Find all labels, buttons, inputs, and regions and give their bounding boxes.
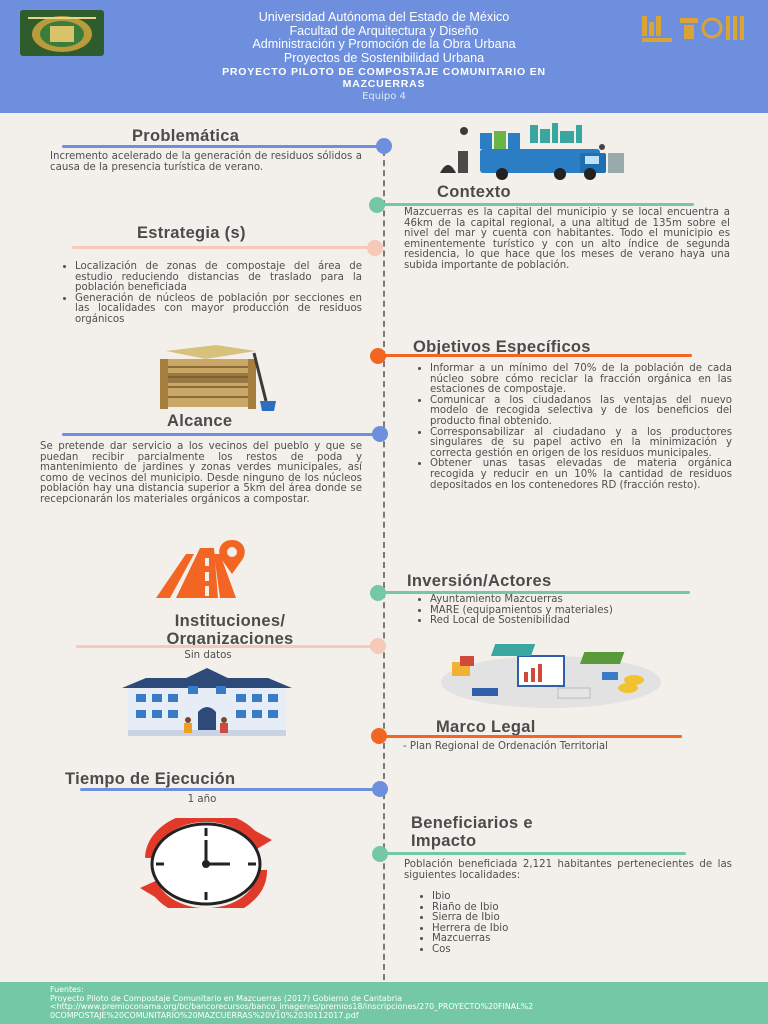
contexto-title: Contexto xyxy=(437,183,511,201)
problematica-text: Incremento acelerado de la generación de… xyxy=(50,151,362,173)
instituciones-dot xyxy=(370,638,386,654)
contexto-text: Mazcuerras es la capital del municipio y… xyxy=(404,207,730,271)
list-item: MARE (equipamientos y materiales) xyxy=(430,605,710,617)
clock-icon xyxy=(140,818,272,908)
tiempo-text: 1 año xyxy=(187,794,217,805)
alcance-dot xyxy=(372,426,388,442)
university-seal-icon xyxy=(20,10,104,56)
compost-bin-icon xyxy=(160,345,276,411)
objetivos-line xyxy=(380,354,692,357)
tiempo-line xyxy=(80,788,376,791)
footer-source-url-2[interactable]: 0COMPOSTAJE%20COMUNITARIO%20MAZCUERRAS%2… xyxy=(50,1010,359,1020)
beneficiarios-title: Beneficiarios e Impacto xyxy=(411,814,533,850)
list-item: Obtener unas tasas elevadas de materia o… xyxy=(430,459,732,491)
faculty-logo-icon xyxy=(642,16,744,42)
list-item: Riaño de Ibio xyxy=(432,902,612,914)
road-pin-icon xyxy=(156,540,245,598)
objetivos-dot xyxy=(370,348,386,364)
beneficiarios-title-line-2: Impacto xyxy=(411,832,477,850)
list-item: Corresponsabilizar al ciudadano y a los … xyxy=(430,427,732,460)
problematica-line xyxy=(62,145,380,148)
header-banner: Universidad Autónoma del Estado de Méxic… xyxy=(0,0,768,113)
beneficiarios-text: Población beneficiada 2,121 habitantes p… xyxy=(404,859,732,881)
footer-source-url-1[interactable]: <http://www.premioconama.org/bc/bancorec… xyxy=(50,1002,534,1011)
list-item: Cos xyxy=(432,944,612,956)
list-item: Red Local de Sostenibilidad xyxy=(430,616,710,627)
building-icon xyxy=(122,668,292,736)
garbage-truck-icon xyxy=(440,123,624,180)
finance-dashboard-icon xyxy=(441,644,661,708)
inversion-list: Ayuntamiento Mazcuerras MARE (equipamien… xyxy=(410,594,710,627)
list-item: Comunicar a los ciudadanos las ventajas … xyxy=(430,395,732,428)
project-title-line-1: PROYECTO PILOTO DE COMPOSTAJE COMUNITARI… xyxy=(222,66,546,78)
list-item: Mazcuerras xyxy=(432,934,612,945)
objetivos-list: Informar a un mínimo del 70% de la pobla… xyxy=(410,363,732,491)
beneficiarios-line xyxy=(380,852,686,855)
list-item: Ibio xyxy=(432,891,612,903)
inversion-dot xyxy=(370,585,386,601)
footer-label: Fuentes: xyxy=(50,985,84,994)
inversion-title: Inversión/Actores xyxy=(407,572,552,590)
university-name: Universidad Autónoma del Estado de Méxic… xyxy=(258,10,510,24)
marco-title: Marco Legal xyxy=(436,718,536,736)
tiempo-title: Tiempo de Ejecución xyxy=(65,770,236,788)
contexto-line xyxy=(380,203,694,206)
estrategia-dot xyxy=(367,240,383,256)
course-name: Proyectos de Sostenibilidad Urbana xyxy=(283,50,485,65)
marco-line xyxy=(380,735,682,738)
instituciones-title-line-1: Instituciones/ xyxy=(174,612,286,630)
instituciones-title: Instituciones/ Organizaciones xyxy=(100,612,360,648)
list-item: Ayuntamiento Mazcuerras xyxy=(430,594,710,606)
tiempo-dot xyxy=(372,781,388,797)
beneficiarios-list: Ibio Riaño de Ibio Sierra de Ibio Herrer… xyxy=(412,891,612,956)
objetivos-title: Objetivos Específicos xyxy=(413,338,591,356)
estrategia-line xyxy=(72,246,372,249)
project-title: PROYECTO PILOTO DE COMPOSTAJE COMUNITARI… xyxy=(0,66,768,90)
list-item: Informar a un mínimo del 70% de la pobla… xyxy=(430,363,732,396)
list-item: Sierra de Ibio xyxy=(432,913,612,924)
instituciones-text: Sin datos xyxy=(184,650,232,661)
marco-dot xyxy=(371,728,387,744)
instituciones-title-line-2: Organizaciones xyxy=(166,630,294,648)
inversion-line xyxy=(380,591,690,594)
timeline-dashed-line xyxy=(383,140,385,990)
alcance-title: Alcance xyxy=(167,412,233,430)
list-item: Localización de zonas de compostaje del … xyxy=(75,261,362,294)
estrategia-list: Localización de zonas de compostaje del … xyxy=(55,261,362,326)
list-item: Herrera de Ibio xyxy=(432,923,612,935)
footer-sources: Fuentes: Proyecto Piloto de Compostaje C… xyxy=(0,982,768,1024)
marco-text: - Plan Regional de Ordenación Territoria… xyxy=(403,741,608,752)
contexto-dot xyxy=(369,197,385,213)
alcance-line xyxy=(62,433,380,436)
estrategia-title: Estrategia (s) xyxy=(137,224,246,242)
alcance-text: Se pretende dar servicio a los vecinos d… xyxy=(40,441,362,505)
instituciones-line xyxy=(76,645,372,648)
team-label: Equipo 4 xyxy=(362,91,406,102)
list-item: Generación de núcleos de población por s… xyxy=(75,293,362,326)
faculty-name: Facultad de Arquitectura y Diseño xyxy=(289,23,479,38)
program-name: Administración y Promoción de la Obra Ur… xyxy=(252,37,516,51)
problematica-dot xyxy=(376,138,392,154)
header-institution-lines: Universidad Autónoma del Estado de Méxic… xyxy=(0,10,768,65)
problematica-title: Problemática xyxy=(132,127,240,145)
project-title-line-2: MAZCUERRAS xyxy=(342,78,426,90)
beneficiarios-title-line-1: Beneficiarios e xyxy=(411,814,533,832)
footer-source-line-1: Proyecto Piloto de Compostaje Comunitari… xyxy=(50,993,403,1003)
